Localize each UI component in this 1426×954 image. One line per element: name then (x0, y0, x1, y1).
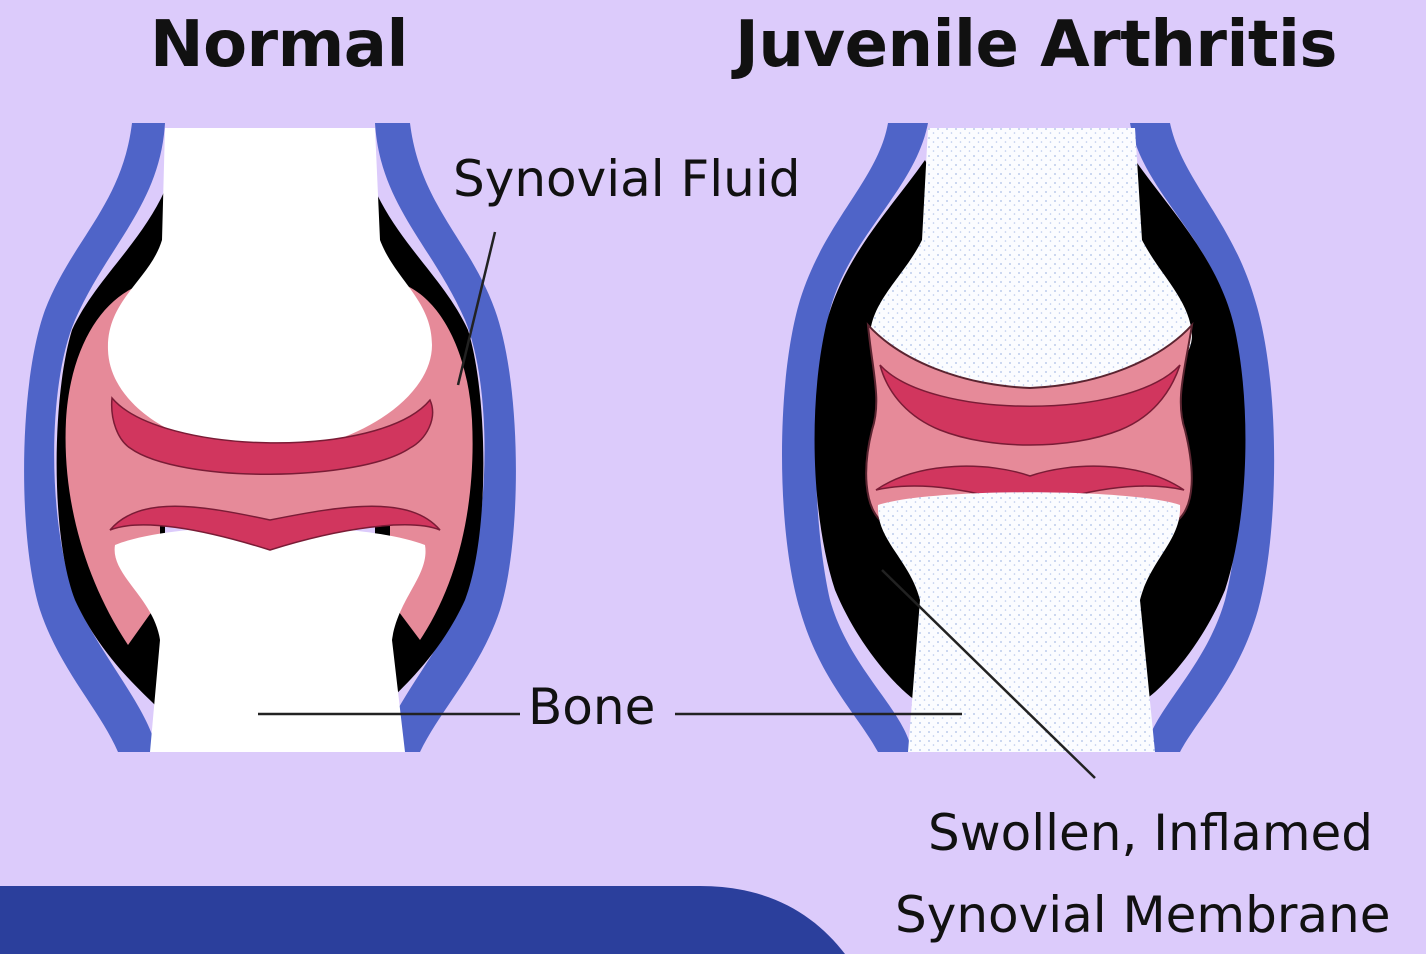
arthritis-joint (782, 123, 1274, 752)
title-normal: Normal (150, 8, 408, 82)
footer-band (0, 886, 845, 954)
label-synovial-fluid: Synovial Fluid (453, 150, 801, 208)
normal-joint (24, 123, 516, 752)
label-bone: Bone (528, 678, 655, 736)
normal-bone-upper (108, 128, 432, 452)
title-juvenile-arthritis: Juvenile Arthritis (735, 8, 1337, 82)
label-synovial-membrane: Synovial Membrane (895, 886, 1391, 944)
label-swollen-inflamed: Swollen, Inflamed (928, 804, 1373, 862)
normal-bone-lower (115, 526, 426, 752)
